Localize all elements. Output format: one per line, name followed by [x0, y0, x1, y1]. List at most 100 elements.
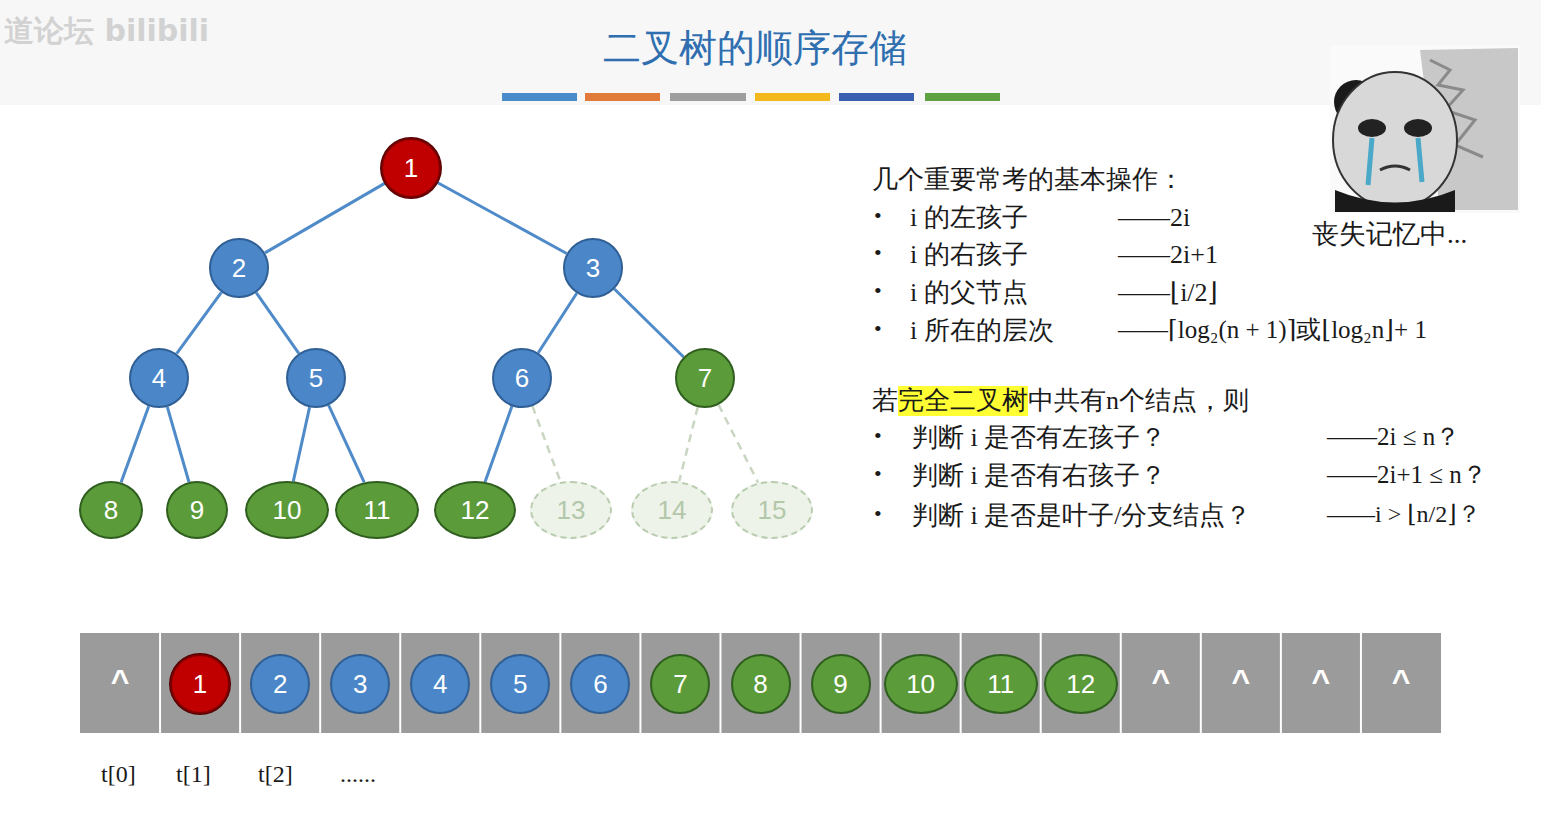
operation: i 所在的层次 [910, 316, 1054, 346]
color-bar [585, 93, 660, 101]
section-heading: 几个重要常考的基本操作： [872, 165, 1184, 195]
node-number: 11 [364, 495, 391, 526]
node-number: 8 [104, 495, 118, 526]
null-cell: ^ [85, 646, 155, 716]
node-number: 7 [698, 363, 712, 394]
bullet: • [874, 461, 882, 486]
operation: i 的左孩子 [910, 203, 1028, 233]
node-number: 4 [152, 363, 166, 394]
meme-caption: 丧失记忆中... [1312, 219, 1467, 250]
node-number: 12 [1066, 669, 1095, 700]
tree-node: 9 [166, 481, 228, 539]
tree-node: 6 [492, 348, 552, 408]
highlight-text: 完全二叉树 [898, 386, 1028, 416]
index-label: t[2] [258, 761, 293, 789]
watermark: 道论坛 bilibili [4, 14, 209, 49]
color-bar [925, 93, 1000, 101]
array-element: 9 [811, 654, 871, 714]
bullet: • [874, 278, 882, 303]
color-bar [502, 93, 577, 101]
node-number: 9 [833, 669, 847, 700]
array-element: 5 [490, 654, 550, 714]
node-number: 5 [309, 363, 323, 394]
tree-edge [256, 293, 299, 354]
node-number: 3 [353, 669, 367, 700]
array-element: 6 [570, 654, 630, 714]
formula: ——2i+1 ≤ n？ [1327, 461, 1487, 490]
header-band [0, 0, 1541, 105]
empty-node: 13 [530, 481, 612, 539]
node-number: 2 [232, 253, 246, 284]
node-number: 6 [515, 363, 529, 394]
tree-edge [719, 405, 759, 483]
tree-edge [538, 293, 576, 353]
index-label: t[1] [176, 761, 211, 789]
tree-node: 12 [434, 481, 516, 539]
tree-edge [177, 292, 222, 353]
tree-node-root: 1 [381, 138, 441, 198]
question: 判断 i 是否有左孩子？ [912, 423, 1166, 453]
bullet: • [874, 203, 882, 228]
bullet: • [874, 501, 882, 526]
formula: ——⌊i/2⌋ [1118, 278, 1218, 308]
tree-edge [437, 182, 566, 253]
null-mark: ^ [1392, 663, 1411, 700]
node-number: 15 [758, 495, 787, 526]
tree-node: 5 [286, 348, 346, 408]
color-bar [755, 93, 830, 101]
question: 判断 i 是否是叶子/分支结点？ [912, 501, 1251, 531]
node-number: 4 [433, 669, 447, 700]
node-number: 3 [586, 253, 600, 284]
null-mark: ^ [111, 663, 130, 700]
array-element: 11 [964, 654, 1038, 714]
slide-title: 二叉树的顺序存储 [603, 23, 907, 74]
tree-edge [485, 406, 512, 482]
condition-text: 若 [872, 386, 898, 416]
array-element: 1 [170, 654, 230, 714]
null-mark: ^ [1232, 663, 1251, 700]
bullet: • [874, 316, 882, 341]
formula: ——2i [1118, 203, 1190, 233]
tree-node: 2 [209, 238, 269, 298]
node-number: 5 [513, 669, 527, 700]
node-number: 1 [404, 153, 418, 184]
node-number: 10 [273, 495, 302, 526]
tree-node: 8 [79, 481, 143, 539]
null-cell: ^ [1206, 646, 1276, 716]
null-cell: ^ [1286, 646, 1356, 716]
tree-node: 7 [675, 348, 735, 408]
tree-edge [121, 406, 149, 482]
array-element: 2 [250, 654, 310, 714]
operation: i 的父节点 [910, 278, 1028, 308]
array-element: 4 [410, 654, 470, 714]
ellipsis: ...... [340, 761, 376, 789]
color-bar [839, 93, 914, 101]
tree-edge [293, 407, 309, 481]
node-number: 10 [906, 669, 935, 700]
empty-node: 15 [731, 481, 813, 539]
tree-edge [679, 407, 698, 481]
node-number: 11 [987, 669, 1014, 700]
null-mark: ^ [1151, 663, 1170, 700]
node-number: 1 [193, 669, 207, 700]
null-cell: ^ [1366, 646, 1436, 716]
color-bar [670, 93, 746, 101]
bullet: • [874, 240, 882, 265]
meme-picture [1330, 45, 1520, 213]
node-number: 9 [190, 495, 204, 526]
array-element: 8 [731, 654, 791, 714]
formula: ——i > ⌊n/2⌋？ [1327, 501, 1481, 529]
bullet: • [874, 423, 882, 448]
tree-node: 10 [245, 481, 329, 539]
tree-edge [265, 183, 385, 253]
array-element: 12 [1044, 654, 1118, 714]
node-number: 6 [593, 669, 607, 700]
node-number: 13 [557, 495, 586, 526]
null-cell: ^ [1126, 646, 1196, 716]
tree-node: 11 [335, 481, 419, 539]
condition-text: 中共有n个结点，则 [1028, 386, 1249, 416]
node-number: 12 [461, 495, 490, 526]
array-strip [80, 633, 1441, 733]
array-element: 10 [884, 654, 958, 714]
node-number: 8 [753, 669, 767, 700]
